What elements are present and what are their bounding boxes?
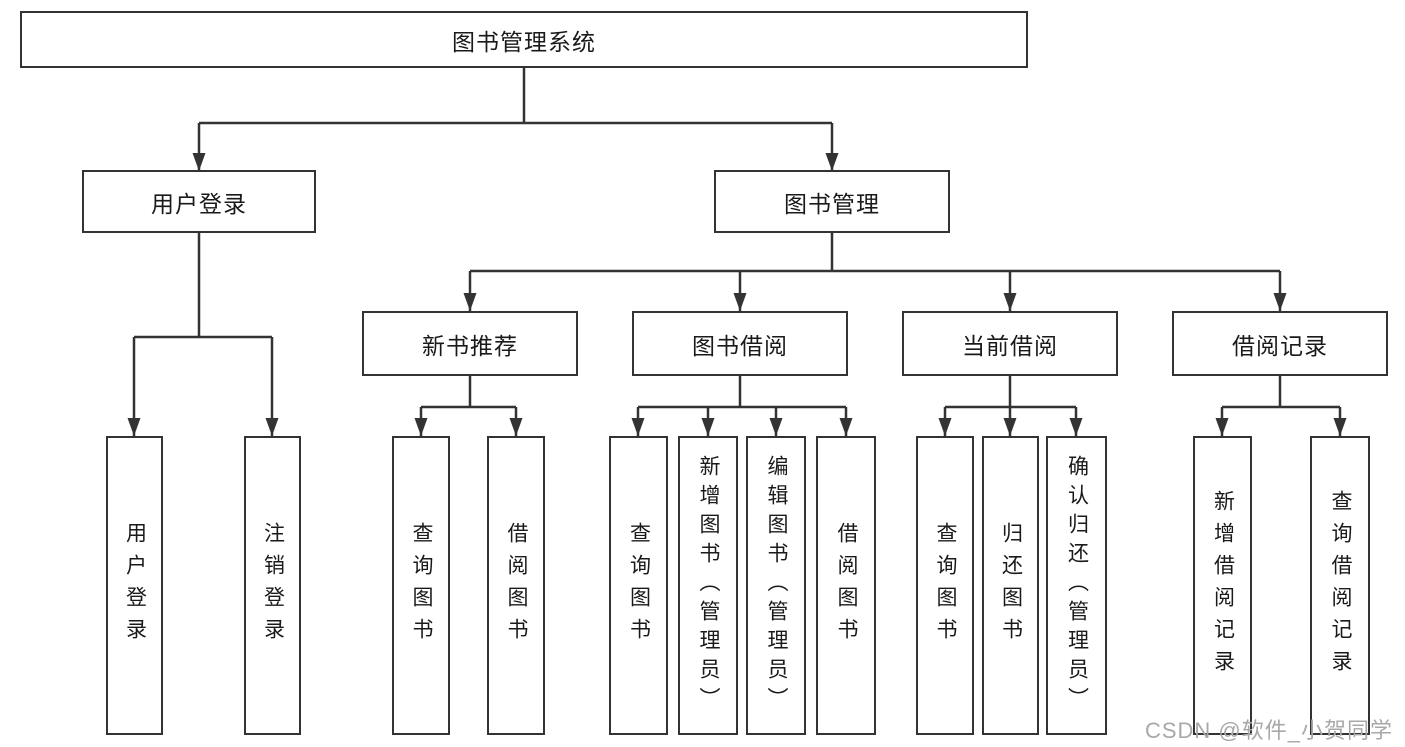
leaf-query-books-borrow: 查询图书 [609, 436, 668, 735]
leaf-borrow-books-borrow: 借阅图书 [816, 436, 876, 735]
node-library-management-system: 图书管理系统 [20, 11, 1028, 68]
leaf-add-borrow-record: 新增借阅记录 [1193, 436, 1252, 735]
node-user-login: 用户登录 [82, 170, 316, 233]
leaf-borrow-books-recommend: 借阅图书 [487, 436, 545, 735]
node-borrowing-records: 借阅记录 [1172, 311, 1388, 376]
leaf-query-borrow-record: 查询借阅记录 [1310, 436, 1370, 735]
leaf-edit-book-admin: 编辑图书（管理员） [746, 436, 806, 735]
leaf-confirm-return-admin: 确认归还（管理员） [1046, 436, 1107, 735]
leaf-user-login: 用户登录 [106, 436, 163, 735]
tree-edges [132, 68, 1342, 436]
leaf-logout: 注销登录 [244, 436, 301, 735]
node-current-borrowing: 当前借阅 [902, 311, 1118, 376]
arrowheads [127, 153, 1347, 436]
node-new-book-recommendation: 新书推荐 [362, 311, 578, 376]
leaf-return-books: 归还图书 [982, 436, 1039, 735]
watermark-csdn: CSDN @软件_小贺同学 [1144, 718, 1393, 743]
node-book-borrowing: 图书借阅 [632, 311, 848, 376]
leaf-query-books-current: 查询图书 [916, 436, 974, 735]
leaf-query-books-recommend: 查询图书 [392, 436, 450, 735]
leaf-add-book-admin: 新增图书（管理员） [678, 436, 738, 735]
node-book-management: 图书管理 [714, 170, 950, 233]
